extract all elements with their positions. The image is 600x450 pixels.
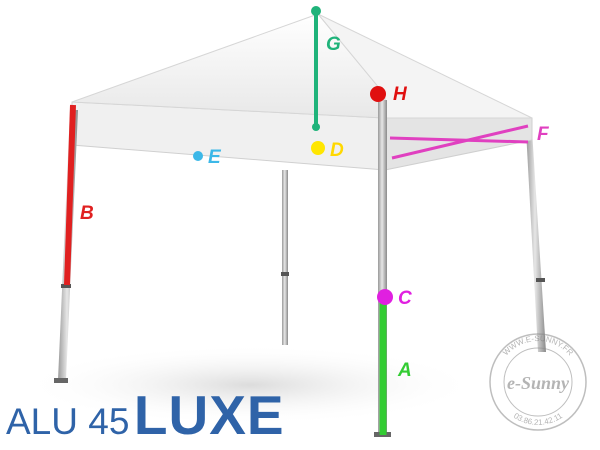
label-g: G xyxy=(326,34,341,55)
svg-text:03.86.21.42.11: 03.86.21.42.11 xyxy=(512,411,564,427)
point-e-dot xyxy=(193,151,203,161)
point-d-dot xyxy=(311,141,325,155)
e-sunny-watermark: WWW.E-SUNNY.FR 03.86.21.42.11 e-Sunny xyxy=(489,333,587,431)
label-e: E xyxy=(208,147,222,168)
ground-shadow xyxy=(20,345,480,425)
watermark-phone: 03.86.21.42.11 xyxy=(512,411,564,427)
product-edition: LUXE xyxy=(133,384,285,446)
measure-b-line xyxy=(64,104,76,286)
label-d: D xyxy=(330,140,344,161)
point-h-dot xyxy=(370,86,386,102)
label-a: A xyxy=(397,360,412,381)
product-title: ALU 45 LUXE xyxy=(6,388,285,443)
measure-f-lines xyxy=(389,124,529,160)
label-f: F xyxy=(537,124,550,145)
label-h: H xyxy=(393,84,408,105)
watermark-brand: e-Sunny xyxy=(507,373,570,393)
canopy-valance-right xyxy=(384,117,533,171)
measure-g-bottom-cap xyxy=(312,123,320,131)
label-b: B xyxy=(80,203,94,224)
measure-g-top-cap xyxy=(311,6,321,16)
label-c: C xyxy=(398,288,412,309)
point-c-dot xyxy=(377,289,393,305)
back-leg xyxy=(281,170,289,345)
right-rear-leg xyxy=(526,130,546,352)
product-model: ALU 45 xyxy=(6,401,130,442)
